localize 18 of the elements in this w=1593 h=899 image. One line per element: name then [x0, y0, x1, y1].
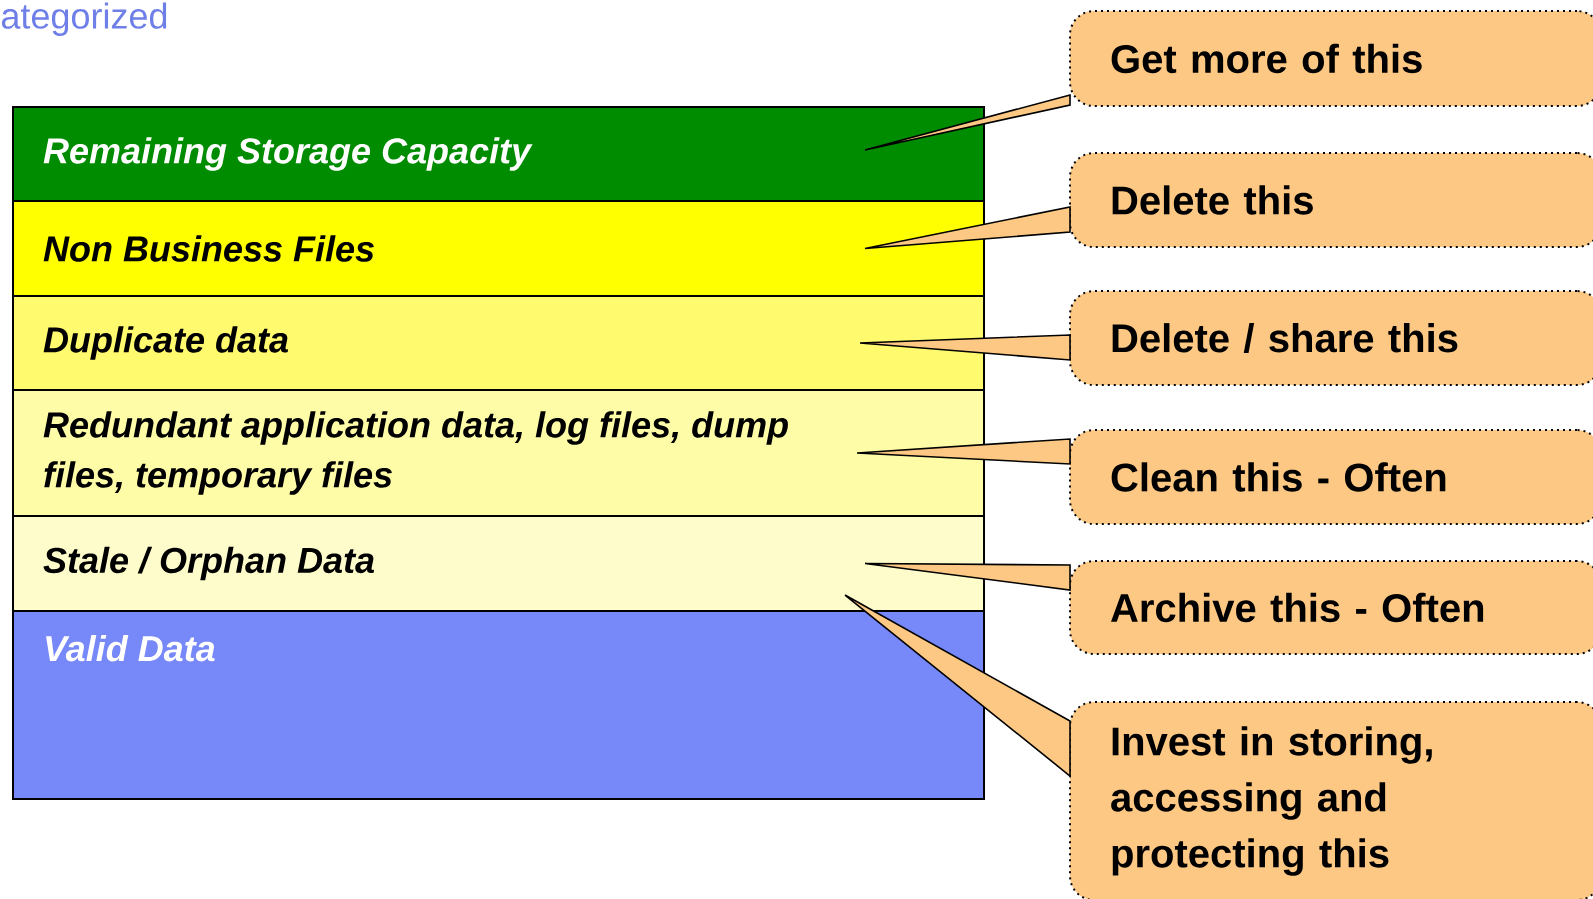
storage-band: Remaining Storage Capacity [12, 106, 985, 202]
storage-band: Redundant application data, log files, dump files, temporary files [12, 389, 985, 517]
speech-bubble: Archive this - Often [1069, 560, 1593, 655]
callout-tail [856, 438, 1071, 465]
speech-bubble: Get more of this [1069, 10, 1593, 107]
speech-bubble: Clean this - Often [1069, 429, 1593, 525]
storage-band: Valid Data [12, 610, 985, 800]
speech-bubble: Invest in storing, accessing and protecting this [1069, 701, 1593, 899]
heading-text: ategorized [1, 2, 167, 36]
speech-bubble: Delete / share this [1069, 290, 1593, 386]
callout-tail [859, 334, 1071, 361]
callout-tail [864, 93, 1071, 151]
callout-tail [864, 206, 1071, 250]
storage-band: Stale / Orphan Data [12, 515, 985, 612]
storage-band: Non Business Files [12, 200, 985, 297]
storage-band: Duplicate data [12, 295, 985, 391]
callout-tail [864, 562, 1071, 591]
speech-bubble: Delete this [1069, 152, 1593, 248]
